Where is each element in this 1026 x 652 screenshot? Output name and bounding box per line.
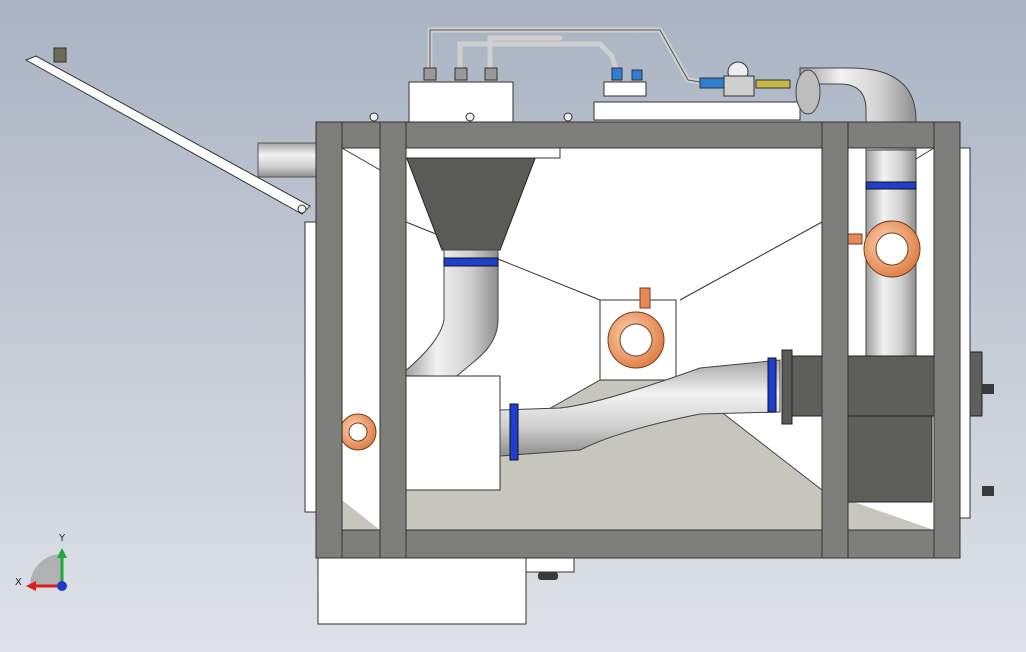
- blue-clamp: [767, 357, 777, 413]
- hopper-plate: [405, 147, 561, 159]
- side-stub-pipe: [257, 142, 319, 178]
- knob: [982, 486, 994, 496]
- blue-clamp: [865, 181, 917, 190]
- top-rail-plate: [593, 101, 801, 121]
- fitting: [423, 67, 437, 81]
- bolt: [369, 112, 379, 122]
- fitting: [484, 67, 498, 81]
- blue-clamp: [443, 257, 499, 267]
- perspective-line: [679, 221, 823, 301]
- steel-frame: [315, 121, 961, 559]
- inspection-port: [841, 220, 921, 278]
- base-plate: [317, 557, 527, 625]
- perspective-line: [341, 147, 381, 171]
- right-floor: [848, 500, 934, 530]
- bolt: [465, 112, 475, 122]
- coordinate-triad-icon: [26, 548, 67, 591]
- lid-handle: [53, 47, 67, 63]
- pipe-end: [795, 69, 821, 115]
- regulator-body: [723, 75, 755, 97]
- left-side-panel: [304, 221, 318, 513]
- base-bracket: [525, 557, 575, 573]
- inspection-port: [327, 411, 377, 451]
- valve-fitting-blue: [611, 67, 623, 81]
- lid-pivot: [297, 204, 307, 214]
- valve-block: [603, 81, 647, 97]
- triad-y-label: Y: [59, 533, 66, 544]
- regulator-fitting: [699, 77, 725, 89]
- valve-fitting-blue: [631, 69, 643, 81]
- triad-x-label: X: [15, 577, 22, 588]
- base-knob: [538, 572, 558, 580]
- lid-arm: [24, 55, 311, 215]
- fitting: [454, 67, 468, 81]
- blower-casing: [847, 415, 933, 503]
- flange: [781, 349, 793, 425]
- blower-housing: [791, 355, 943, 417]
- knob: [982, 384, 994, 394]
- left-floor: [342, 500, 380, 530]
- bolt: [563, 112, 573, 122]
- pneumatic-tubing: [427, 27, 703, 85]
- top-manifold-box: [408, 81, 514, 123]
- junction-box: [405, 375, 501, 491]
- main-transfer-pipe: [499, 359, 781, 457]
- blue-clamp: [509, 403, 519, 461]
- inspection-port: [607, 287, 665, 369]
- regulator-fitting: [755, 79, 791, 89]
